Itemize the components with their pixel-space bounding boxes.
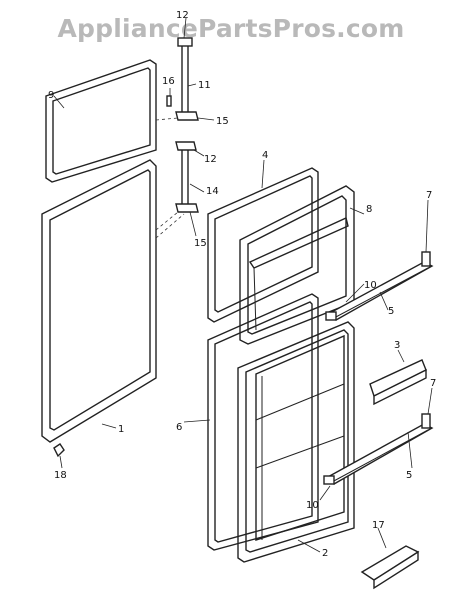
callout-7-lower: 7	[430, 378, 436, 389]
callout-14: 14	[206, 186, 219, 197]
callout-15-upper: 15	[216, 116, 229, 127]
callout-3: 3	[394, 340, 400, 351]
callout-11: 11	[198, 80, 211, 91]
callout-9: 9	[48, 90, 54, 101]
callout-12-mid: 12	[204, 154, 217, 165]
part-8-freezer-door-liner	[239, 185, 355, 345]
callout-4: 4	[262, 150, 268, 161]
callout-16: 16	[162, 76, 175, 87]
part-18-clip	[53, 443, 65, 458]
callout-5-lower: 5	[406, 470, 412, 481]
callout-7-upper: 7	[426, 190, 432, 201]
callout-leaders	[53, 17, 433, 553]
part-9-freezer-gasket	[45, 59, 157, 183]
part-1-fresh-food-gasket	[41, 159, 157, 443]
part-5-lower-shelf-bar	[323, 413, 434, 485]
callout-5-upper: 5	[388, 306, 394, 317]
callout-15-lower: 15	[194, 238, 207, 249]
callout-10-upper: 10	[364, 280, 377, 291]
part-6-fresh-food-liner-gasket	[207, 293, 319, 551]
part-5-upper-shelf-bar	[325, 251, 434, 321]
callout-18: 18	[54, 470, 67, 481]
callout-6: 6	[176, 422, 182, 433]
callout-8: 8	[366, 204, 372, 215]
watermark-text: AppliancePartsPros.com	[57, 14, 405, 43]
part-3-small-shelf	[369, 359, 427, 406]
part-17-dairy-bin	[360, 545, 420, 590]
callout-2: 2	[322, 548, 328, 559]
callout-1: 1	[118, 424, 124, 435]
part-2-fresh-food-door-liner	[237, 321, 355, 563]
callout-17: 17	[372, 520, 385, 531]
hinge-assembly	[155, 37, 199, 239]
callout-labels: 9 1 2 3 4 5 5 6 7 7 8 10 10 11 12 12 14 …	[48, 10, 436, 559]
part-4-freezer-liner-gasket	[207, 167, 319, 323]
callout-12-top: 12	[176, 10, 189, 21]
callout-10-lower: 10	[306, 500, 319, 511]
